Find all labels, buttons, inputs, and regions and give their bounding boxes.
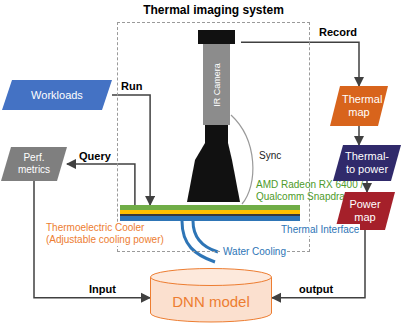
water-pipe xyxy=(193,221,218,252)
edge-label: Query xyxy=(78,150,112,162)
lens-hood xyxy=(187,143,240,202)
annotation-label: Thermal Interface xyxy=(280,224,360,236)
node-label: Thermal-to power xyxy=(345,150,389,176)
device-under-test: AMD Radeon RX 6400 / Qualcomm Snapdragon… xyxy=(120,205,300,221)
edge-label: output xyxy=(298,283,334,295)
input-parallelogram: Workloads xyxy=(2,80,112,110)
data-parallelogram: Thermal map xyxy=(330,86,388,126)
process-box: Thermal-to power xyxy=(333,145,401,181)
parallelogram-outline xyxy=(330,86,388,126)
board-layer xyxy=(120,216,300,221)
annotation-label: Sync xyxy=(258,150,282,162)
camera-body xyxy=(198,30,235,44)
metrics-parallelogram: Perf. metrics xyxy=(1,147,67,181)
edge-label: Record xyxy=(318,26,358,38)
system-boundary: Thermal imaging system IR CameraAMD Radeo… xyxy=(117,0,310,252)
model-label: DNN model xyxy=(172,293,250,310)
ir-camera: IR Camera xyxy=(185,30,241,205)
annotation-label: (Adjustable cooling power) xyxy=(45,234,165,246)
node-label: Workloads xyxy=(31,89,83,102)
camera-column xyxy=(203,44,230,125)
cylinder-top xyxy=(151,269,272,286)
flow-arrow xyxy=(67,164,135,205)
node-label: Thermal map xyxy=(342,93,376,119)
camera-label: IR Camera xyxy=(212,63,222,107)
lens-neck xyxy=(205,125,228,143)
flow-arrow xyxy=(358,126,360,145)
parallelogram-outline xyxy=(333,145,401,181)
flow-arrow xyxy=(241,42,359,86)
edge-label: Input xyxy=(88,283,117,295)
camera-illustration xyxy=(185,30,241,205)
node-label: Power map xyxy=(347,198,383,224)
edge-label: Run xyxy=(120,80,143,92)
model-cylinder: DNN model xyxy=(150,268,272,322)
annotation-label: Water Cooling xyxy=(222,246,287,258)
flow-arrow xyxy=(272,230,365,298)
annotation-label: Thermoelectric Cooler xyxy=(45,222,145,234)
node-label: Perf. metrics xyxy=(13,152,55,176)
parallelogram-outline xyxy=(1,147,67,181)
parallelogram-outline xyxy=(2,80,112,110)
system-title: Thermal imaging system xyxy=(117,3,310,17)
flow-arrow xyxy=(366,181,368,192)
